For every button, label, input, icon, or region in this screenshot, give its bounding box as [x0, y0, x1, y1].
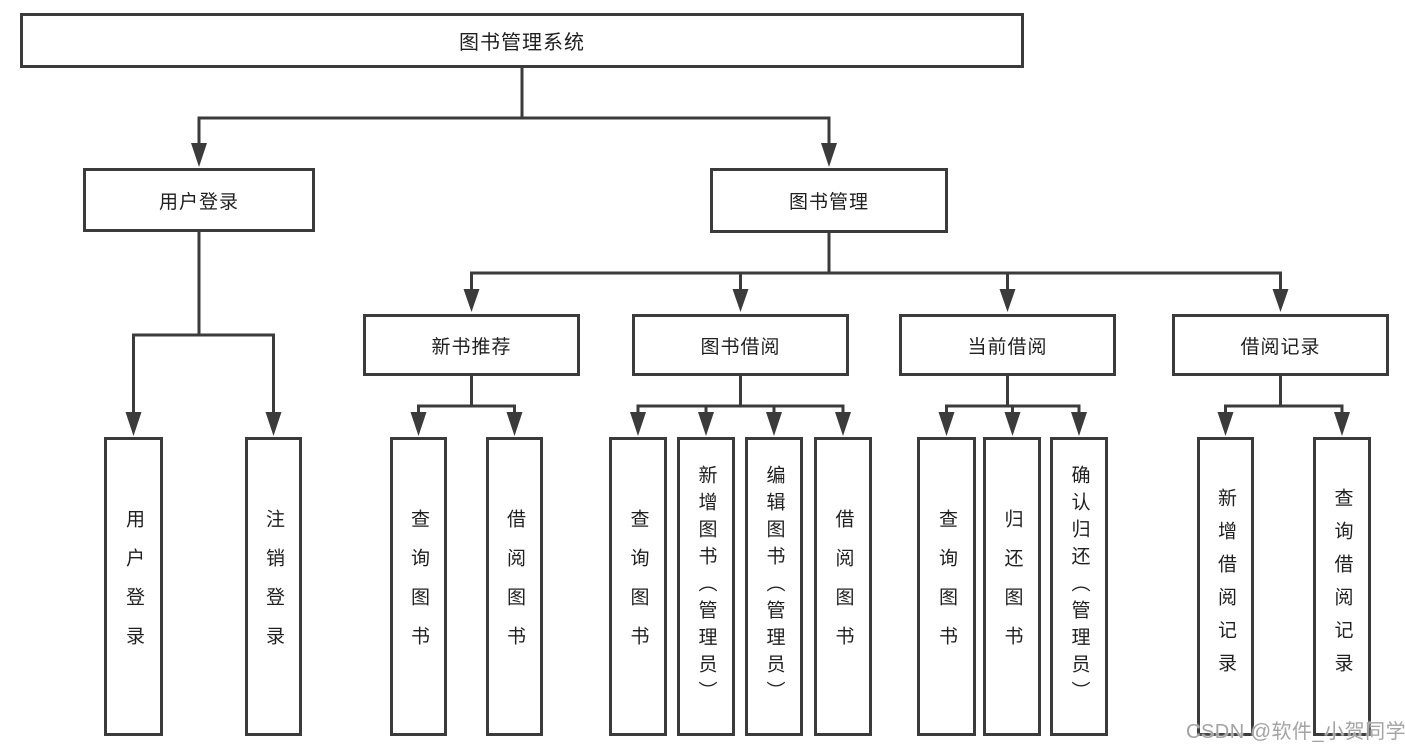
node-current-borrowing: 当前借阅 — [899, 314, 1116, 376]
node-user-login-action: 用户登录 — [104, 437, 163, 736]
node-logout-action: 注销登录 — [245, 437, 302, 736]
node-add-books-admin: 新增图书（管理员） — [677, 437, 735, 736]
node-library-system: 图书管理系统 — [20, 13, 1024, 68]
node-edit-books-admin: 编辑图书（管理员） — [745, 437, 803, 736]
node-borrowing-records: 借阅记录 — [1172, 314, 1389, 376]
node-new-book-recommendation: 新书推荐 — [363, 314, 580, 376]
node-add-borrow-record: 新增借阅记录 — [1197, 437, 1254, 736]
node-query-books-borrowing: 查询图书 — [609, 437, 667, 736]
node-query-borrow-record: 查询借阅记录 — [1313, 437, 1371, 736]
node-query-books-recommend: 查询图书 — [390, 437, 447, 736]
node-borrow-books-borrowing: 借阅图书 — [814, 437, 872, 736]
node-user-login: 用户登录 — [83, 168, 315, 232]
csdn-watermark: CSDN @软件_小贺同学 — [1186, 721, 1405, 743]
node-borrow-books-recommend: 借阅图书 — [486, 437, 543, 736]
node-query-books-current: 查询图书 — [917, 437, 976, 736]
node-confirm-return-admin: 确认归还（管理员） — [1050, 437, 1108, 736]
node-return-books: 归还图书 — [983, 437, 1041, 736]
node-book-borrowing: 图书借阅 — [632, 314, 849, 376]
node-book-management: 图书管理 — [710, 168, 948, 233]
